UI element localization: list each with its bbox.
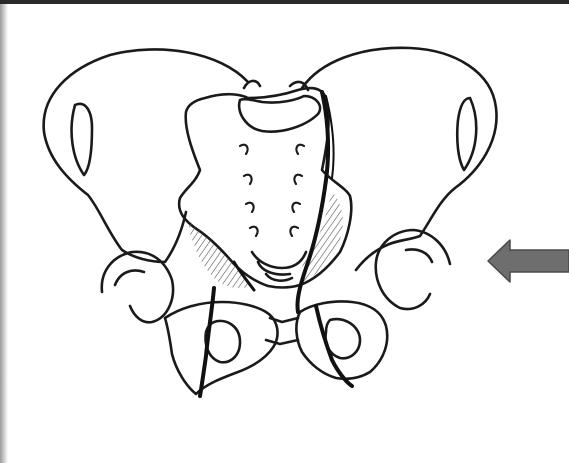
sacral-foramina xyxy=(240,145,304,236)
left-acetabulum xyxy=(102,252,173,323)
left-iliac-inner-ridge xyxy=(72,104,92,175)
left-arrow-icon xyxy=(488,240,569,282)
right-pubic-ramus xyxy=(296,301,387,378)
left-si-hatch xyxy=(189,222,252,288)
left-acetabulum-inner xyxy=(115,271,144,285)
right-acetabulum-inner xyxy=(406,250,432,263)
left-pubic-ramus xyxy=(165,302,278,394)
pelvis-outline xyxy=(44,48,497,394)
right-iliac-inner-ridge xyxy=(457,98,476,170)
direction-arrow xyxy=(488,240,569,282)
sacral-promontory xyxy=(239,96,320,132)
pubic-symphysis xyxy=(266,318,298,344)
right-acetabulum xyxy=(376,230,450,309)
coccyx-lines xyxy=(252,252,306,281)
